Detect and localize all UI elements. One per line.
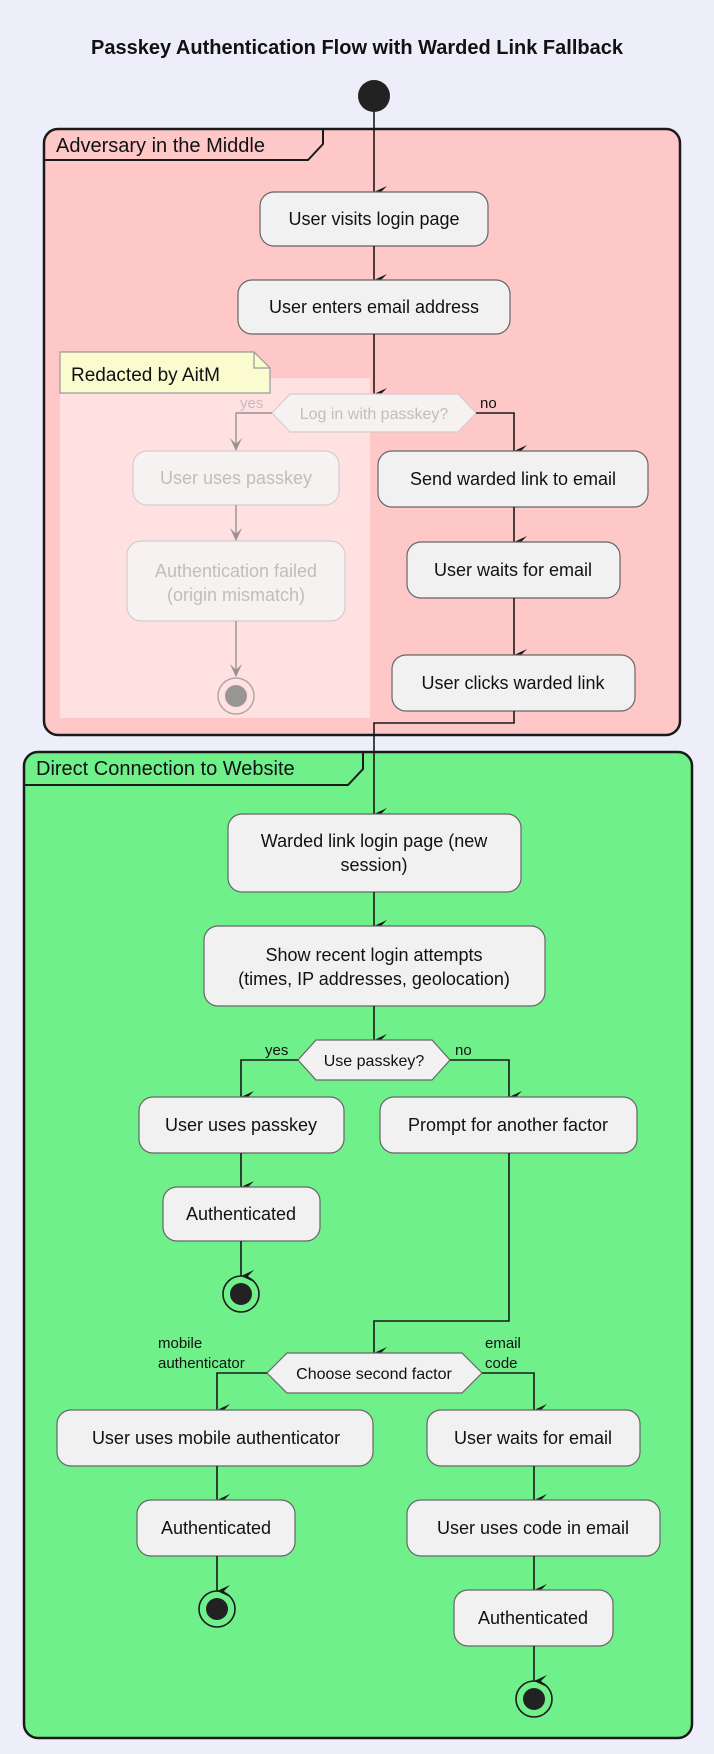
activity-send-warded-link: Send warded link to email [377,450,649,508]
guard-mobile-line1: mobile [158,1335,202,1352]
guard-mobile-line2: authenticator [158,1355,245,1372]
svg-text:session): session) [340,855,407,875]
svg-text:Authenticated: Authenticated [186,1204,296,1224]
partition-label-direct: Direct Connection to Website [36,758,295,780]
edge-email [482,1372,547,1416]
svg-text:Show recent login attempts: Show recent login attempts [265,945,482,965]
svg-text:Authenticated: Authenticated [478,1608,588,1628]
svg-text:Authenticated: Authenticated [161,1518,271,1538]
svg-text:User waits for email: User waits for email [454,1428,612,1448]
activity-prompt-factor: Prompt for another factor [379,1096,638,1154]
partition-label-adversary: Adversary in the Middle [56,135,265,157]
guard-email-line2: code [485,1355,518,1372]
edge-yes [240,1059,298,1103]
edge-no [450,1059,522,1103]
svg-text:Authentication failed: Authentication failed [155,561,317,581]
activity-visit-login: User visits login page [259,191,489,247]
svg-text:User uses passkey: User uses passkey [165,1115,317,1135]
svg-text:(times, IP addresses, geolocat: (times, IP addresses, geolocation) [238,969,510,989]
edge-no [476,412,527,457]
activity-show-attempts: Show recent login attempts (times, IP ad… [203,925,546,1007]
svg-text:User waits for email: User waits for email [434,560,592,580]
end-node-2 [198,1590,236,1628]
activity-aitm-auth-failed: Authentication failed (origin mismatch) [126,540,346,622]
edge-prompt-to-choose [373,1153,510,1359]
redacted-note: Redacted by AitM [59,351,271,394]
redacted-branch: Log in with passkey? yes User uses passk… [126,393,477,715]
activity-wait-email-1: User waits for email [406,541,621,599]
activity-clicks-warded-link: User clicks warded link [391,654,636,712]
guard-email-line1: email [485,1335,521,1352]
guard-no: no [480,395,497,412]
end-node-faded [217,677,255,715]
activity-warded-page: Warded link login page (new session) [227,813,522,893]
svg-text:Send warded link to email: Send warded link to email [410,469,616,489]
svg-text:(origin mismatch): (origin mismatch) [167,585,305,605]
activity-authenticated-3: Authenticated [453,1589,614,1647]
guard-yes-faded: yes [240,395,263,412]
decision-login-passkey: Log in with passkey? [271,393,477,433]
decision-second-factor: Choose second factor [266,1352,483,1394]
svg-text:User uses passkey: User uses passkey [160,468,312,488]
edge-mobile [216,1372,267,1416]
guard-yes: yes [265,1042,288,1059]
activity-uses-code: User uses code in email [406,1499,661,1557]
svg-text:Prompt for another factor: Prompt for another factor [408,1115,608,1135]
svg-text:User visits login page: User visits login page [288,209,459,229]
svg-text:Use passkey?: Use passkey? [324,1053,425,1070]
svg-text:Choose second factor: Choose second factor [296,1366,452,1383]
svg-text:User uses mobile authenticator: User uses mobile authenticator [92,1428,340,1448]
activity-authenticated-2: Authenticated [136,1499,296,1557]
edge-yes-faded [235,412,272,450]
guard-no: no [455,1042,472,1059]
start-node [358,80,390,112]
svg-text:User clicks warded link: User clicks warded link [421,673,605,693]
end-node-1 [222,1275,260,1313]
edge-cross-partition [373,711,515,820]
decision-use-passkey: Use passkey? [297,1039,451,1081]
activity-aitm-uses-passkey: User uses passkey [132,450,340,506]
activity-uses-mobile-auth: User uses mobile authenticator [56,1409,374,1467]
svg-text:User enters email address: User enters email address [269,297,479,317]
activity-authenticated-1: Authenticated [162,1186,321,1242]
end-node-3 [515,1680,553,1718]
activity-uses-passkey: User uses passkey [138,1096,345,1154]
note-text: Redacted by AitM [71,365,220,386]
svg-text:Log in with passkey?: Log in with passkey? [300,406,449,423]
activity-wait-email-2: User waits for email [426,1409,641,1467]
activity-enter-email: User enters email address [237,279,511,335]
svg-text:Warded link login page (new: Warded link login page (new [261,831,488,851]
svg-text:User uses code in email: User uses code in email [437,1518,629,1538]
diagram-title: Passkey Authentication Flow with Warded … [91,37,624,59]
